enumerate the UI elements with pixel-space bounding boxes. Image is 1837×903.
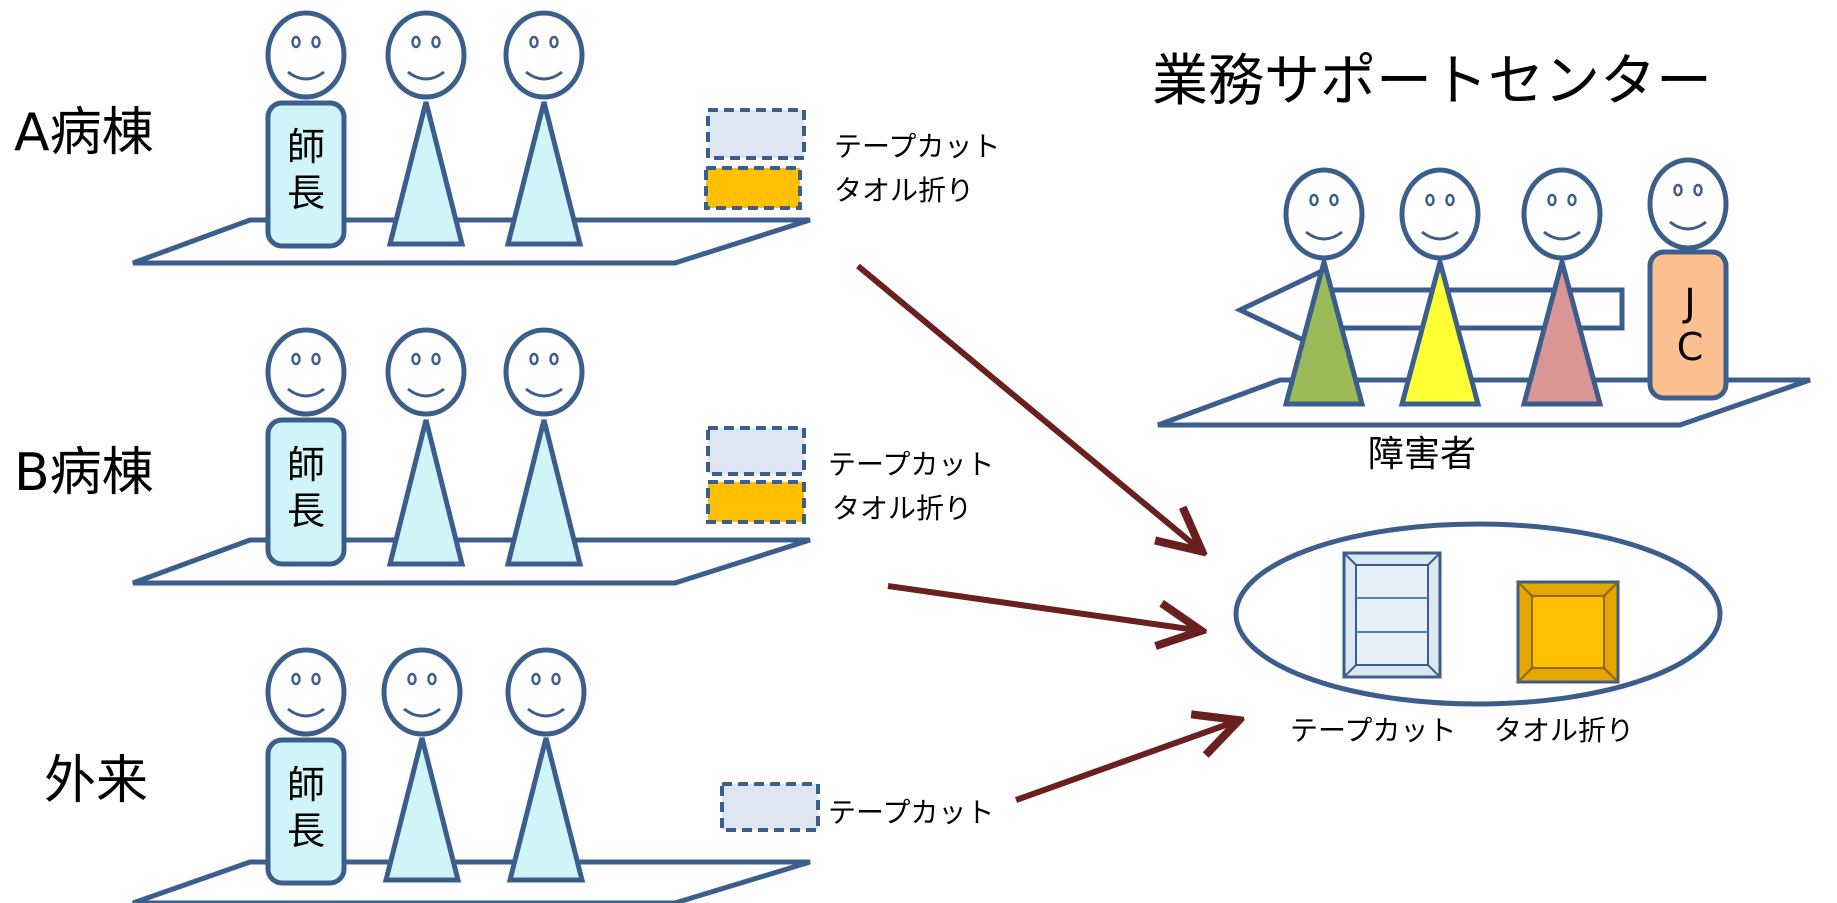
outpatient-leader: 師 長 師長 [265, 647, 347, 886]
center-job-coach-face-icon [1647, 157, 1729, 251]
ward-b-staff-2 [503, 327, 585, 567]
outpatient-label: 外来 [44, 751, 148, 811]
outpatient-group: 外来 師 長 師長 [44, 647, 994, 903]
ward-b-label: B病棟 [14, 443, 154, 503]
support-center-work-area [1233, 521, 1723, 707]
center-worker-green-face-icon [1283, 167, 1365, 261]
ward-a-staff-1-face-icon [385, 10, 467, 100]
ward-b-towel-box-icon [706, 480, 806, 524]
ward-b-staff-1 [385, 327, 467, 567]
center-towel-item-icon [1516, 580, 1620, 684]
outpatient-staff-1 [381, 647, 463, 883]
arrow-ward-b-to-center [887, 583, 1196, 630]
outpatient-staff-1-face-icon [381, 647, 463, 737]
ward-b-task-towel: タオル折り [832, 492, 972, 525]
ward-a-task-tape: テープカット [834, 130, 1000, 163]
disabled-workers-label: 障害者 [1368, 434, 1476, 475]
center-tape-item-icon [1342, 551, 1442, 679]
ward-a-group: A病棟 師 長 師長 [14, 10, 1000, 266]
ward-b-staff-2-face-icon [503, 327, 585, 417]
outpatient-leader-face-icon [265, 647, 347, 737]
outpatient-leader-char-1: 師 [287, 763, 325, 807]
ward-a-leader-char-2: 長 [287, 171, 325, 215]
arrow-ward-a-to-center [856, 263, 1198, 548]
center-job-towel: タオル折り [1494, 714, 1634, 747]
center-worker-yellow-face-icon [1399, 167, 1481, 261]
center-worker-pink-face-icon [1521, 167, 1603, 261]
ward-b-group: B病棟 師 長 師長 [14, 327, 994, 586]
outpatient-floor [132, 859, 811, 903]
job-coach-char-1: J [1682, 281, 1695, 325]
center-job-coach: J C J C [1647, 157, 1729, 401]
job-coach-char-2: C [1677, 325, 1704, 369]
ward-a-tape-box-icon [706, 108, 806, 160]
ward-b-leader: 師 長 師長 [265, 327, 347, 567]
ward-b-tape-box-icon [706, 426, 806, 476]
ward-a-staff-1 [385, 10, 467, 247]
support-center-group: 業務サポートセンター [1152, 49, 1811, 747]
ward-b-staff-1-face-icon [385, 327, 467, 417]
outpatient-task-tape: テープカット [828, 796, 994, 829]
ward-a-leader-face-icon [265, 10, 347, 100]
arrow-outpatient-to-center [1014, 722, 1234, 803]
ward-b-leader-face-icon [265, 327, 347, 417]
center-worker-green [1282, 167, 1366, 407]
outpatient-staff-2-face-icon [505, 647, 587, 737]
ward-a-towel-box-icon [704, 166, 802, 210]
ward-b-leader-char-2: 長 [287, 489, 325, 533]
ward-b-leader-char-1: 師 [287, 443, 325, 487]
ward-a-task-towel: タオル折り [834, 174, 974, 207]
ward-a-leader-char-1: 師 [287, 125, 325, 169]
ward-a-staff-2 [503, 10, 585, 247]
outpatient-leader-char-2: 長 [287, 809, 325, 853]
ward-a-floor [132, 217, 811, 266]
ward-a-staff-2-face-icon [503, 10, 585, 100]
ward-a-label: A病棟 [14, 103, 154, 163]
center-job-tape: テープカット [1290, 714, 1456, 747]
support-center-title: 業務サポートセンター [1152, 49, 1712, 114]
outpatient-tape-box-icon [720, 782, 820, 832]
center-worker-pink [1520, 167, 1604, 407]
outpatient-staff-2 [505, 647, 587, 883]
ward-b-floor [132, 537, 811, 586]
ward-b-task-tape: テープカット [828, 448, 994, 481]
center-worker-yellow [1398, 167, 1482, 407]
ward-a-leader: 師 長 師長 [265, 10, 347, 249]
